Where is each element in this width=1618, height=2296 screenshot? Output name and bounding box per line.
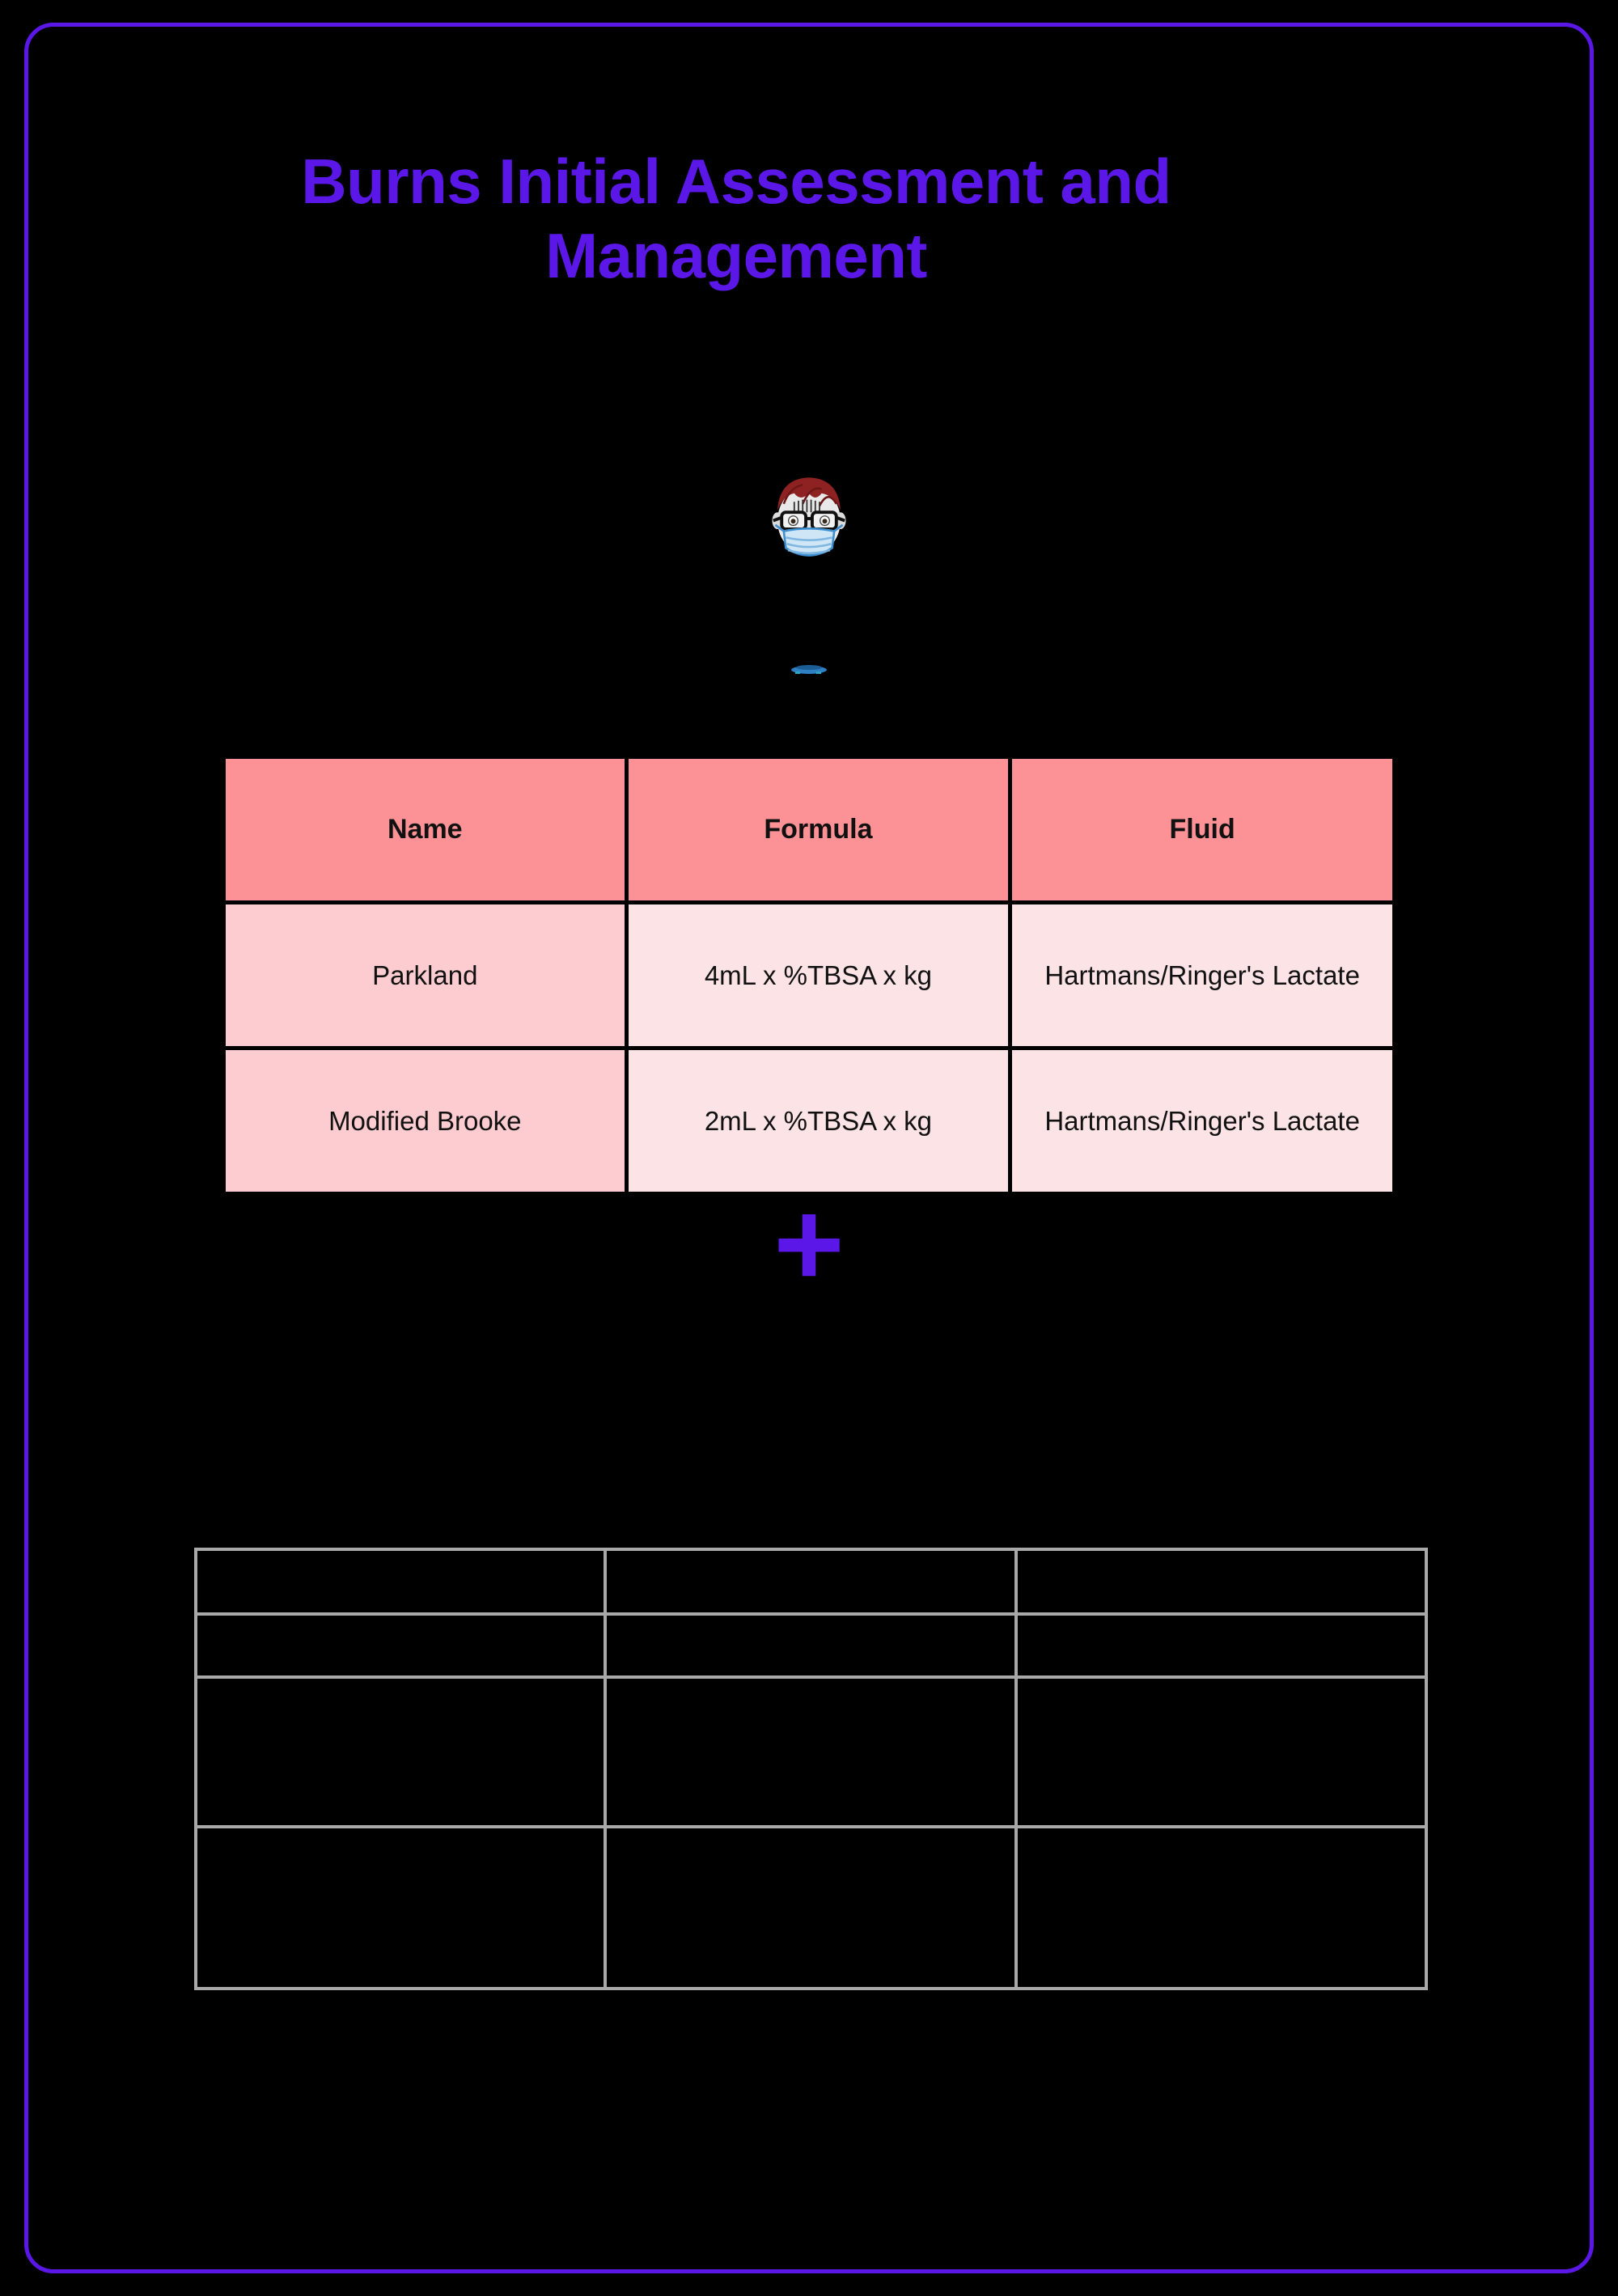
empty-grid-table: [193, 1548, 1428, 1990]
cell-name: Modified Brooke: [226, 1050, 625, 1192]
empty-cell: [604, 1675, 1019, 1828]
empty-cell: [604, 1548, 1019, 1616]
column-header-formula: Formula: [628, 759, 1009, 900]
cell-name: Parkland: [226, 904, 625, 1046]
table-row: [193, 1612, 1428, 1679]
small-blue-sliver-glyph: [781, 652, 837, 684]
empty-cell: [1014, 1675, 1428, 1828]
plus-icon: +: [773, 1176, 845, 1311]
column-header-fluid: Fluid: [1012, 759, 1392, 900]
table-row: [193, 1825, 1428, 1990]
table-row: [193, 1548, 1428, 1616]
empty-cell: [604, 1612, 1019, 1679]
cell-formula: 2mL x %TBSA x kg: [628, 1050, 1009, 1192]
empty-cell: [1014, 1548, 1428, 1616]
empty-cell: [193, 1675, 608, 1828]
cell-fluid: Hartmans/Ringer's Lactate: [1012, 1050, 1392, 1192]
table-row: [193, 1675, 1428, 1828]
table-header-row: Name Formula Fluid: [226, 759, 1392, 900]
empty-cell: [193, 1825, 608, 1990]
table-row: Modified Brooke 2mL x %TBSA x kg Hartman…: [226, 1050, 1392, 1192]
empty-cell: [1014, 1825, 1428, 1990]
doctor-face-with-medical-mask-emoji: [772, 477, 846, 557]
page-title: Burns Initial Assessment and Management: [301, 146, 1171, 292]
empty-cell: [604, 1825, 1019, 1990]
avatar: [720, 466, 898, 628]
column-header-name: Name: [226, 759, 625, 900]
empty-cell: [193, 1548, 608, 1616]
empty-cell: [193, 1612, 608, 1679]
cell-fluid: Hartmans/Ringer's Lactate: [1012, 904, 1392, 1046]
burn-fluid-formula-table: Name Formula Fluid Parkland 4mL x %TBSA …: [222, 755, 1396, 1196]
empty-cell: [1014, 1612, 1428, 1679]
cell-formula: 4mL x %TBSA x kg: [628, 904, 1009, 1046]
table-row: Parkland 4mL x %TBSA x kg Hartmans/Ringe…: [226, 904, 1392, 1046]
